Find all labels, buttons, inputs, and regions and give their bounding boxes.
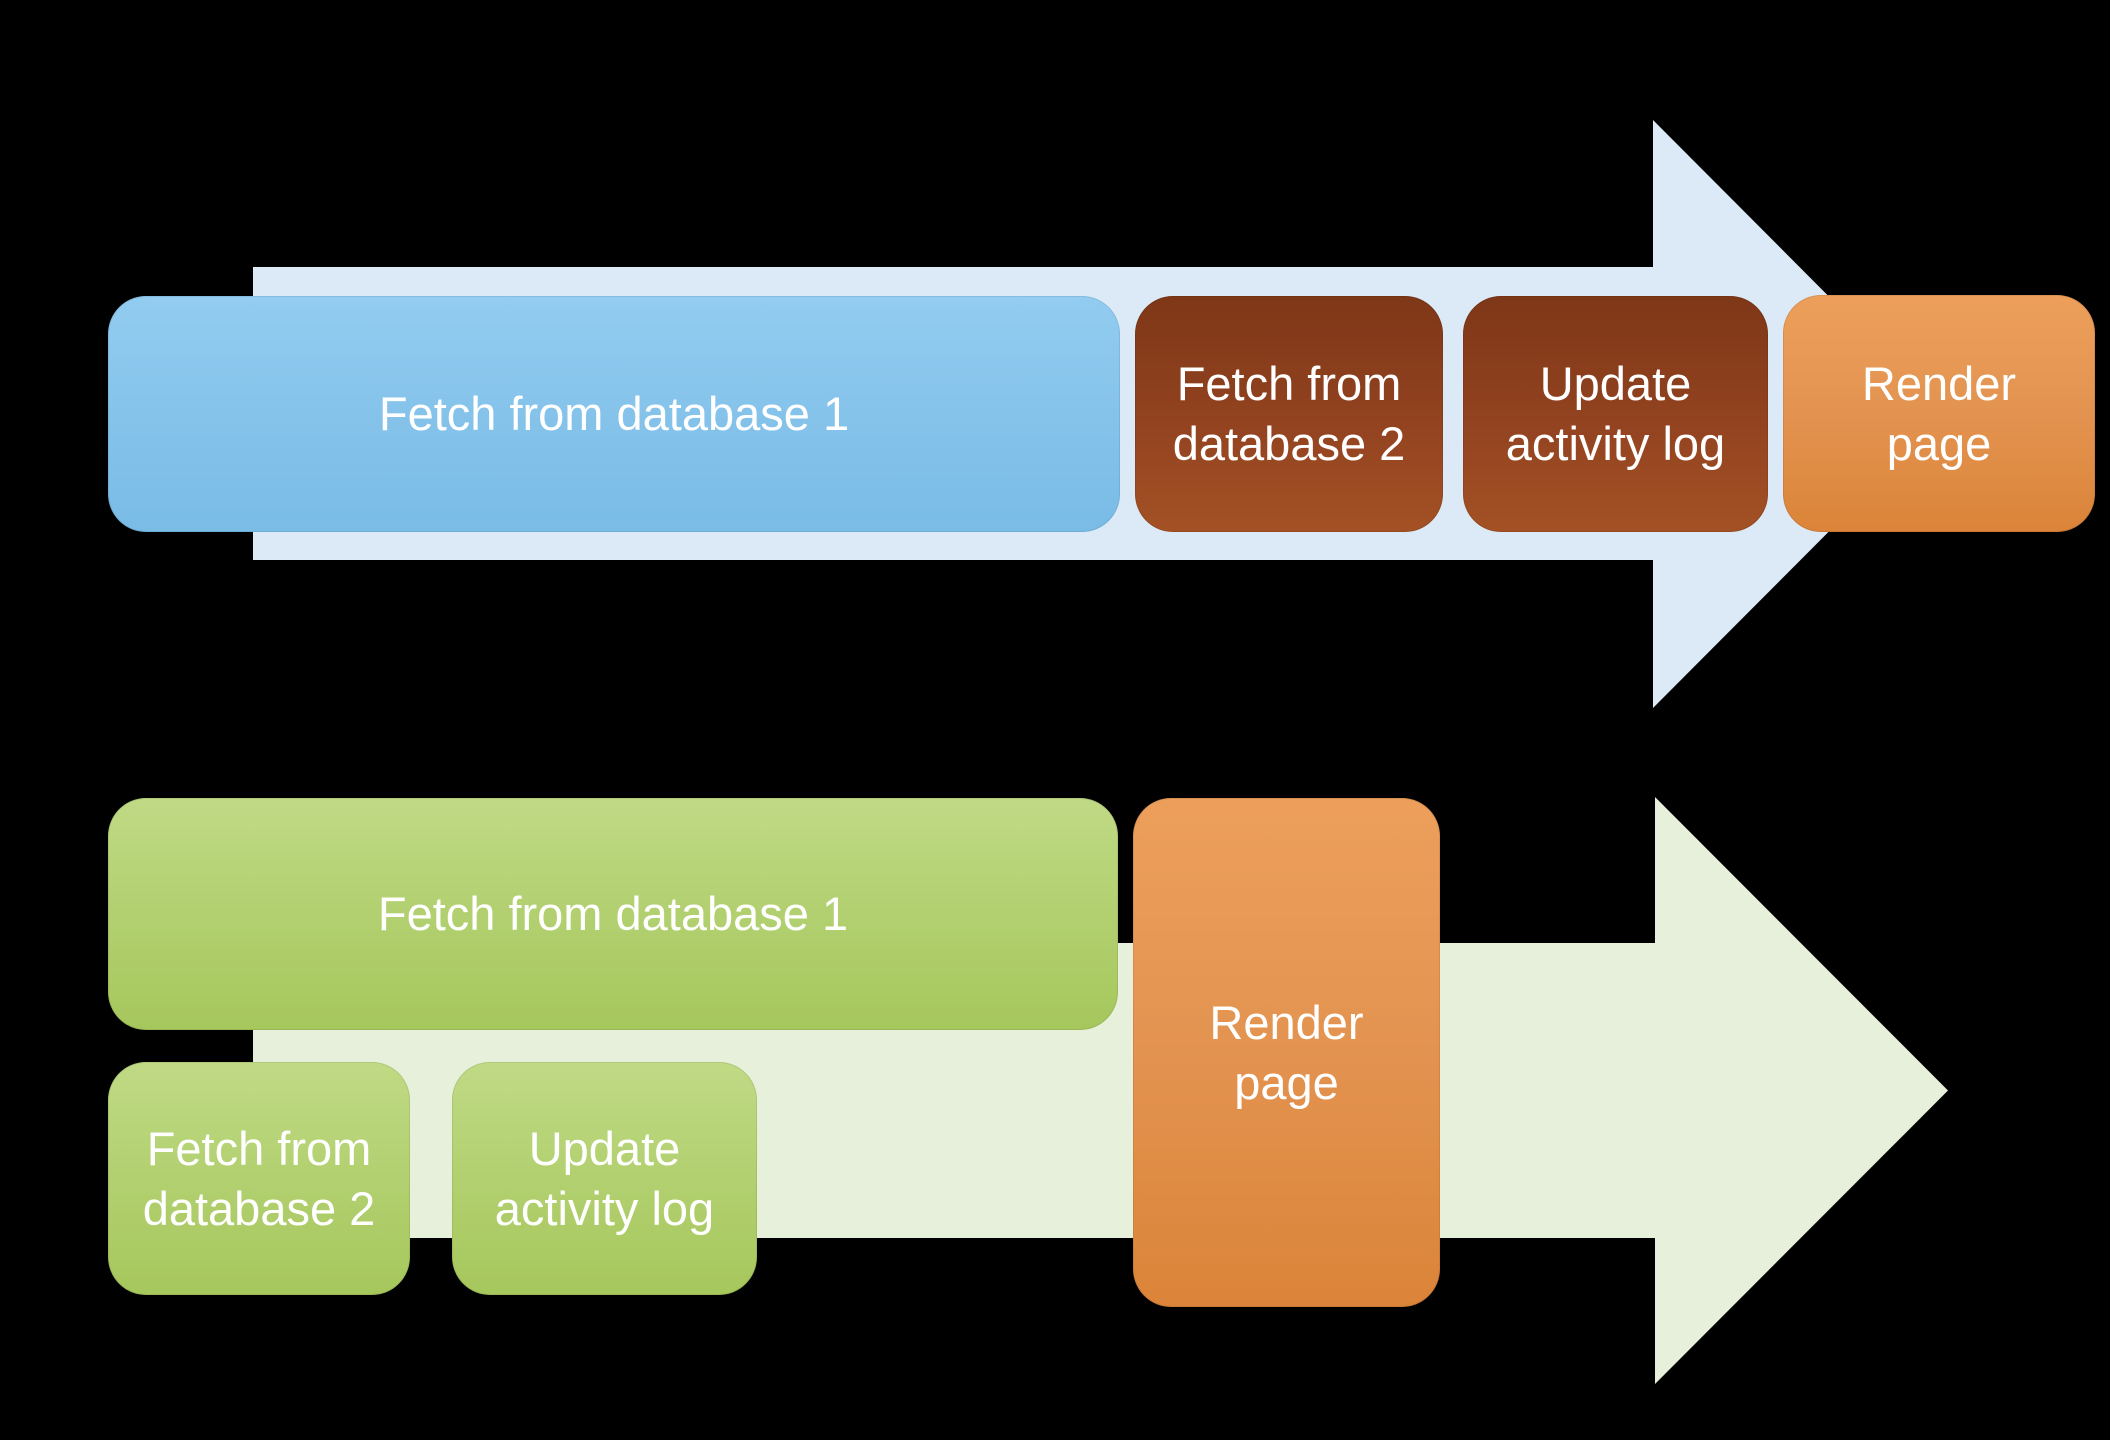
step-label: Fetch from database 1: [378, 387, 850, 440]
step-fetch-database-1: Fetch from database 1: [108, 296, 1120, 532]
step-label: Update activity log: [494, 1121, 715, 1235]
step-label: Fetch from database 2: [1172, 357, 1406, 470]
parallel-arrow-head-icon: [1655, 797, 1948, 1384]
step-parallel-update-activity-log: Update activity log: [452, 1062, 757, 1295]
step-render-page: Render page: [1783, 295, 2095, 532]
step-label: Update activity log: [1505, 357, 1726, 470]
step-parallel-fetch-database-1: Fetch from database 1: [108, 798, 1118, 1030]
step-label: Fetch from database 2: [142, 1121, 376, 1235]
step-update-activity-log: Update activity log: [1463, 296, 1768, 532]
step-label: Render page: [1209, 995, 1364, 1109]
step-parallel-fetch-database-2: Fetch from database 2: [108, 1062, 410, 1295]
step-parallel-render-page: Render page: [1133, 798, 1440, 1307]
step-fetch-database-2: Fetch from database 2: [1135, 296, 1443, 532]
step-label: Fetch from database 1: [377, 887, 849, 940]
step-label: Render page: [1861, 356, 2017, 470]
